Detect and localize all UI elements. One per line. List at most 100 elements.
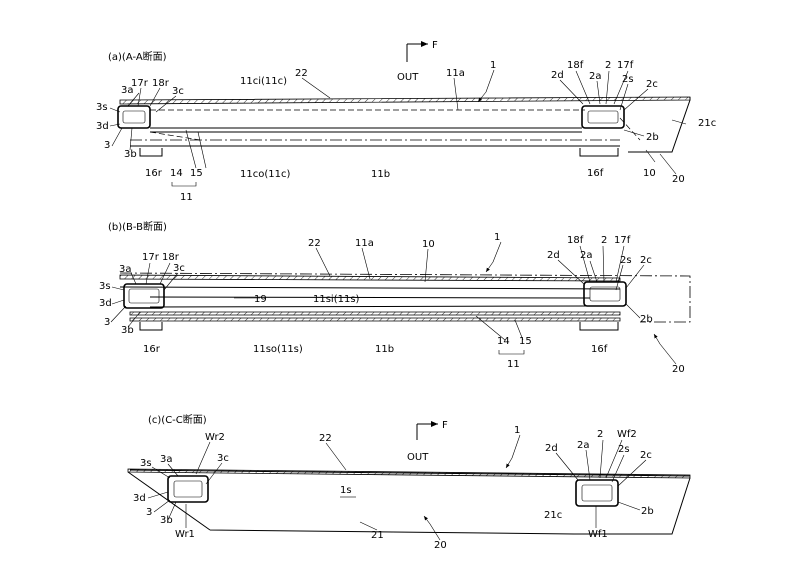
label-l16r: 16r bbox=[145, 168, 163, 179]
label-out: OUT bbox=[397, 72, 419, 83]
front-rail-2-b bbox=[583, 281, 627, 307]
label-l11a: 11a bbox=[446, 68, 465, 79]
label-l2c: 2c bbox=[646, 79, 658, 90]
label-l15: 15 bbox=[190, 168, 203, 179]
label-l2c: 2c bbox=[640, 450, 652, 461]
label-l2d: 2d bbox=[547, 250, 560, 261]
label-l20: 20 bbox=[672, 174, 685, 185]
label-l3c: 3c bbox=[217, 453, 229, 464]
label-l1: 1 bbox=[490, 60, 496, 71]
label-l20: 20 bbox=[672, 364, 685, 375]
label-l2s: 2s bbox=[622, 74, 634, 85]
label-l1s: 1s bbox=[340, 485, 352, 496]
label-l16r: 16r bbox=[143, 344, 161, 355]
label-l11si: 11si(11s) bbox=[313, 294, 360, 305]
section-a-labels: 3a 17r 18r 3c 3s 3d 3 3b 16r 14 15 11 11… bbox=[96, 60, 716, 203]
label-l3s: 3s bbox=[99, 281, 111, 292]
label-l20: 20 bbox=[434, 540, 447, 551]
section-b: (b)(B-B断面) 3a 17r 18r 3c 3s 3d 3 3b 16r … bbox=[99, 220, 691, 375]
label-lwr1: Wr1 bbox=[175, 529, 195, 540]
label-l2s: 2s bbox=[618, 444, 630, 455]
label-l3s: 3s bbox=[96, 102, 108, 113]
label-l22: 22 bbox=[319, 433, 332, 444]
label-l21c: 21c bbox=[698, 118, 716, 129]
label-l10: 10 bbox=[422, 239, 435, 250]
label-l3c: 3c bbox=[172, 86, 184, 97]
label-l11a: 11a bbox=[355, 238, 374, 249]
label-l2: 2 bbox=[605, 60, 611, 71]
label-l3d: 3d bbox=[133, 493, 146, 504]
label-l2b: 2b bbox=[640, 314, 653, 325]
label-l15: 15 bbox=[519, 336, 532, 347]
label-out: OUT bbox=[407, 452, 429, 463]
label-l11ci: 11ci(11c) bbox=[240, 76, 287, 87]
label-l11b: 11b bbox=[371, 169, 390, 180]
section-c-labels: 3s 3a Wr2 3c 3d 3 3b Wr1 22 1s 21 20 1 2… bbox=[133, 425, 654, 551]
label-lwr2: Wr2 bbox=[205, 432, 225, 443]
label-l2d: 2d bbox=[545, 443, 558, 454]
label-l2: 2 bbox=[597, 429, 603, 440]
direction-indicator-a: F OUT bbox=[397, 40, 438, 83]
section-b-title: (b)(B-B断面) bbox=[108, 220, 167, 233]
label-l3a: 3a bbox=[160, 454, 173, 465]
label-l2a: 2a bbox=[577, 440, 590, 451]
label-l3b: 3b bbox=[124, 149, 137, 160]
label-lwf2: Wf2 bbox=[617, 429, 637, 440]
label-l14: 14 bbox=[497, 336, 510, 347]
label-l22: 22 bbox=[295, 68, 308, 79]
label-l3a: 3a bbox=[121, 85, 134, 96]
label-l21c: 21c bbox=[544, 510, 562, 521]
label-l2c: 2c bbox=[640, 255, 652, 266]
label-l1: 1 bbox=[494, 232, 500, 243]
label-l3c: 3c bbox=[173, 263, 185, 274]
roof-rail-21c bbox=[628, 97, 691, 153]
roof-panel-22 bbox=[119, 96, 691, 105]
label-f: F bbox=[442, 420, 448, 431]
label-l11co: 11co(11c) bbox=[240, 169, 290, 180]
label-l17r: 17r bbox=[142, 252, 160, 263]
label-l2a: 2a bbox=[589, 71, 602, 82]
rear-rail-3 bbox=[117, 105, 151, 129]
label-l2: 2 bbox=[601, 235, 607, 246]
label-l3: 3 bbox=[104, 317, 110, 328]
rear-rail-3-b bbox=[123, 283, 165, 309]
label-l2b: 2b bbox=[641, 506, 654, 517]
label-l18r: 18r bbox=[152, 78, 170, 89]
rear-rail-3-c bbox=[167, 475, 209, 503]
label-l1: 1 bbox=[514, 425, 520, 436]
label-l17f: 17f bbox=[614, 235, 631, 246]
label-l3: 3 bbox=[104, 140, 110, 151]
label-l2d: 2d bbox=[551, 70, 564, 81]
label-l17r: 17r bbox=[131, 78, 149, 89]
label-l11: 11 bbox=[180, 192, 193, 203]
label-l2s: 2s bbox=[620, 255, 632, 266]
direction-indicator-c: F OUT bbox=[407, 420, 448, 463]
section-a: (a)(A-A断面) F OUT 3a bbox=[96, 40, 716, 203]
label-l19: 19 bbox=[254, 294, 267, 305]
label-l3a: 3a bbox=[119, 264, 132, 275]
label-l21: 21 bbox=[371, 530, 384, 541]
label-l3: 3 bbox=[146, 507, 152, 518]
label-l17f: 17f bbox=[617, 60, 634, 71]
label-l11so: 11so(11s) bbox=[253, 344, 303, 355]
label-l22: 22 bbox=[308, 238, 321, 249]
label-lwf1: Wf1 bbox=[588, 529, 608, 540]
front-rail-2 bbox=[581, 105, 625, 129]
label-l11: 11 bbox=[507, 359, 520, 370]
label-l3d: 3d bbox=[96, 121, 109, 132]
section-c: (c)(C-C断面) F OUT 3s 3a Wr2 3c 3d 3 3b Wr… bbox=[127, 413, 691, 551]
label-l2a: 2a bbox=[580, 250, 593, 261]
label-l3b: 3b bbox=[160, 515, 173, 526]
label-l14: 14 bbox=[170, 168, 183, 179]
label-l16f: 16f bbox=[587, 168, 604, 179]
section-b-labels: 3a 17r 18r 3c 3s 3d 3 3b 16r 22 11a 10 1… bbox=[99, 232, 685, 375]
label-l10: 10 bbox=[643, 168, 656, 179]
roof-panel-22-c bbox=[127, 468, 691, 479]
label-l18f: 18f bbox=[567, 60, 584, 71]
label-l2b: 2b bbox=[646, 132, 659, 143]
label-l18r: 18r bbox=[162, 252, 180, 263]
section-c-title: (c)(C-C断面) bbox=[148, 413, 207, 426]
label-l11b: 11b bbox=[375, 344, 394, 355]
label-l18f: 18f bbox=[567, 235, 584, 246]
